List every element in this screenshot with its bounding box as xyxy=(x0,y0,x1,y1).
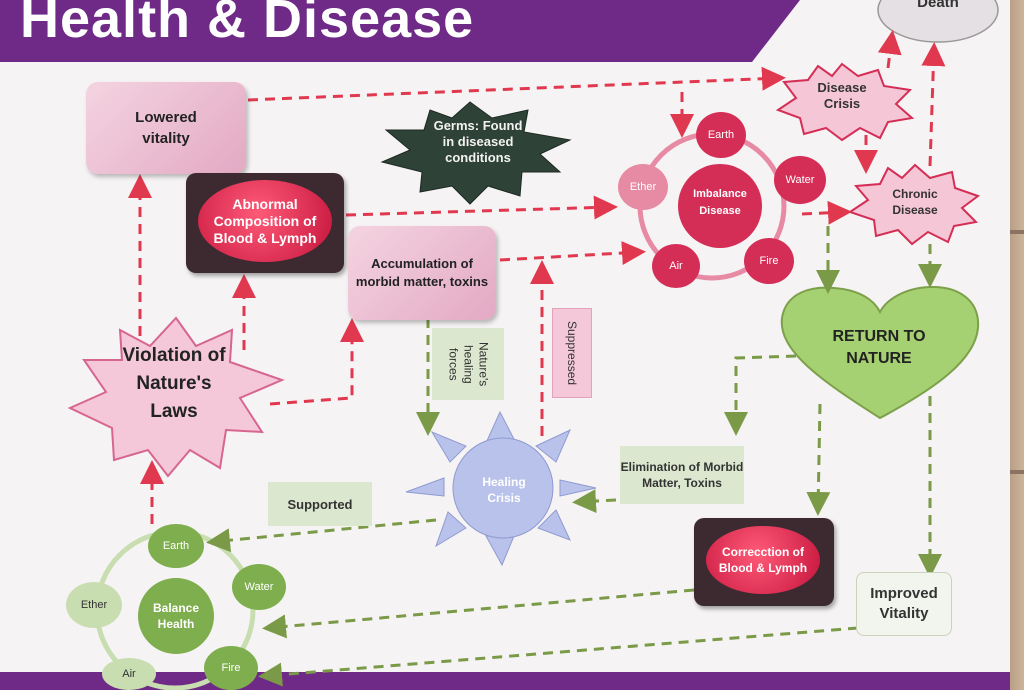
imbalance-ether-label: Ether xyxy=(629,181,657,193)
return-to-nature-heart xyxy=(780,285,980,420)
arrow-elimination-to-healing xyxy=(572,489,617,514)
imbalance-earth-label: Earth xyxy=(707,129,735,141)
arrow-healing-to-balance xyxy=(206,518,437,553)
balance-health-label: Balance Health xyxy=(152,601,200,631)
correction-ellipse: Correcction of Blood & Lymph xyxy=(706,526,820,594)
imbalance-ether-node: Ether xyxy=(618,164,668,210)
imbalance-water-node: Water xyxy=(774,156,826,204)
balance-fire-label: Fire xyxy=(221,662,241,674)
arrow-imbalance-to-chronic xyxy=(801,200,852,225)
imbalance-fire-label: Fire xyxy=(759,255,779,267)
correction-label: Correcction of Blood & Lymph xyxy=(718,545,808,575)
violation-star xyxy=(67,316,285,478)
balance-water-label: Water xyxy=(244,581,274,593)
balance-center xyxy=(138,578,214,654)
natures-healing-forces-label: Nature's healing forces xyxy=(432,328,504,400)
balance-fire-node: Fire xyxy=(204,646,258,690)
wall-brick-line xyxy=(1010,230,1024,234)
imbalance-air-node: Air xyxy=(652,244,700,288)
imbalance-fire-node: Fire xyxy=(744,238,794,284)
lowered-vitality-label: Lowered vitality xyxy=(135,109,197,147)
balance-ether-label: Ether xyxy=(80,599,108,611)
chronic-disease-label: Chronic Disease xyxy=(892,187,938,217)
lowered-vitality-box: Lowered vitality xyxy=(86,82,246,174)
accumulation-label: Accumulation of morbid matter, toxins xyxy=(355,256,489,289)
imbalance-center xyxy=(678,164,762,248)
arrow-chronic-to-death xyxy=(921,42,946,167)
arrow-heart-to-correction xyxy=(806,403,831,516)
healing-sun-core xyxy=(452,437,554,539)
germs-star xyxy=(380,101,572,205)
disease-crisis-label: Disease Crisis xyxy=(817,80,867,111)
imbalance-disease-label: Imbalance Disease xyxy=(693,188,747,217)
arrow-abnormal-to-imbalance xyxy=(345,195,618,220)
death-label: Death xyxy=(917,0,959,11)
elimination-label: Elimination of Morbid Matter, Toxins xyxy=(620,446,744,504)
chronic-disease-star xyxy=(847,163,981,246)
balance-air-label: Air xyxy=(122,668,136,680)
poster-title: Health & Disease xyxy=(20,0,475,49)
arrow-violation-to-accum xyxy=(269,318,364,406)
balance-air-node: Air xyxy=(102,658,156,690)
arrow-improved-to-balance xyxy=(258,626,859,687)
imbalance-water-label: Water xyxy=(785,174,815,186)
wall-background xyxy=(1010,0,1024,690)
balance-earth-node: Earth xyxy=(148,524,204,568)
arrow-crisis-to-death xyxy=(877,30,902,69)
healing-sun-rays xyxy=(405,410,597,567)
violation-label: Violation of Nature's Laws xyxy=(122,345,226,422)
supported-label: Supported xyxy=(268,482,372,526)
balance-earth-label: Earth xyxy=(162,540,190,552)
wall-brick-line xyxy=(1010,470,1024,474)
suppressed-label: Suppressed xyxy=(552,308,592,398)
arrow-vitality-to-crisis xyxy=(247,66,786,102)
balance-water-node: Water xyxy=(232,564,286,610)
imbalance-earth-node: Earth xyxy=(696,112,746,158)
imbalance-air-label: Air xyxy=(669,260,683,272)
accumulation-box: Accumulation of morbid matter, toxins xyxy=(348,226,496,320)
balance-ether-node: Ether xyxy=(66,582,122,628)
arrow-heart-to-elimination xyxy=(724,354,797,436)
return-to-nature-label: RETURN TO NATURE xyxy=(832,328,926,367)
germs-label: Germs: Found in diseased conditions xyxy=(433,118,523,165)
title-banner xyxy=(0,0,800,62)
healing-crisis-label: Healing Crisis xyxy=(482,475,526,505)
abnormal-composition-ellipse: Abnormal Composition of Blood & Lymph xyxy=(198,180,332,262)
arrow-correction-to-balance xyxy=(262,588,695,639)
death-shape xyxy=(877,0,999,43)
improved-vitality-label: Improved Vitality xyxy=(856,572,952,636)
arrow-accum-to-imbalance xyxy=(499,241,646,266)
disease-crisis-star xyxy=(775,62,915,142)
abnormal-composition-label: Abnormal Composition of Blood & Lymph xyxy=(213,195,317,246)
